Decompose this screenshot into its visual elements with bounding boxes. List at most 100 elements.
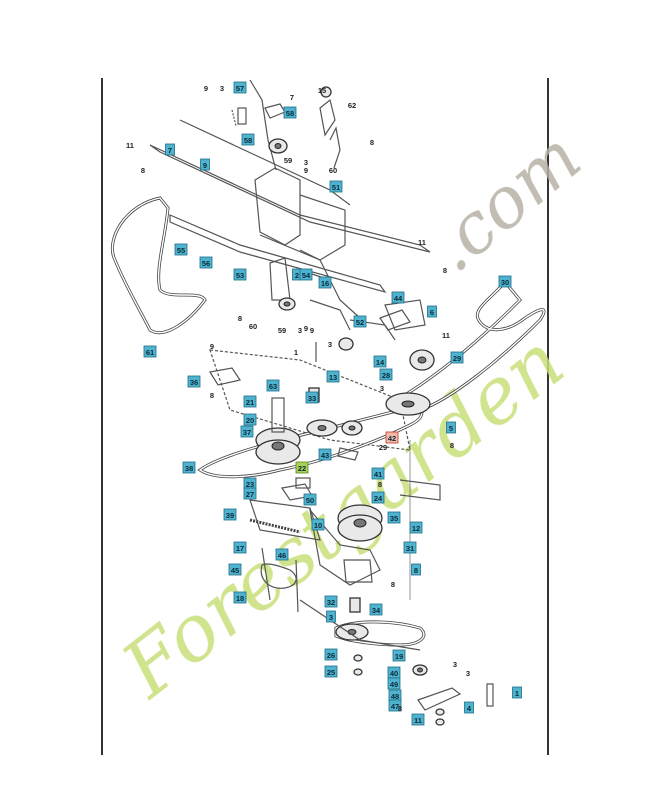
callout-14: 14	[373, 355, 387, 368]
callout-3: 3	[466, 669, 470, 678]
lower-section	[249, 440, 441, 613]
callout-box	[241, 133, 255, 146]
callout-number: 52	[356, 318, 364, 327]
callout-number: 21	[246, 398, 254, 407]
callout-box	[299, 268, 313, 281]
callout-31: 31	[403, 541, 417, 554]
callout-19: 19	[392, 649, 406, 662]
callout-number: 59	[278, 326, 286, 335]
callout-number: 14	[376, 358, 385, 367]
callout-50: 50	[303, 493, 317, 506]
callout-number: 17	[236, 544, 244, 553]
callout-number: 41	[374, 470, 382, 479]
callout-40: 40	[387, 666, 401, 679]
callout-box	[326, 370, 340, 383]
callout-number: 23	[246, 480, 254, 489]
callout-60: 60	[249, 322, 257, 331]
callout-box	[233, 541, 247, 554]
callout-number: 11	[414, 716, 422, 725]
callout-number: 3	[466, 669, 470, 678]
callout-10: 10	[311, 518, 325, 531]
callout-number: 59	[284, 156, 292, 165]
callout-number: 8	[414, 566, 418, 575]
callout-number: 3	[304, 158, 308, 167]
callout-number: 30	[501, 278, 509, 287]
callout-number: 37	[243, 428, 251, 437]
callout-51: 51	[329, 180, 343, 193]
callout-number: 32	[327, 598, 335, 607]
belt-61	[110, 196, 207, 335]
callout-3: 3	[328, 340, 332, 349]
callout-9: 9	[204, 84, 208, 93]
callout-number: 60	[329, 166, 337, 175]
callout-number: 36	[190, 378, 198, 387]
callout-number: 46	[278, 551, 286, 560]
callout-box	[200, 158, 210, 171]
callout-number: 39	[226, 511, 234, 520]
callout-1: 1	[512, 686, 522, 699]
callout-box	[305, 391, 319, 404]
callout-number: 11	[442, 331, 450, 340]
callout-number: 58	[244, 136, 252, 145]
callout-9: 9	[200, 158, 210, 171]
callout-number: 4	[467, 704, 472, 713]
callout-box	[385, 431, 399, 444]
callout-number: 54	[302, 271, 311, 280]
callout-35: 35	[387, 511, 401, 524]
callout-number: 20	[246, 416, 254, 425]
callout-46: 46	[275, 548, 289, 561]
callout-number: 31	[406, 544, 414, 553]
callout-box	[369, 603, 383, 616]
callout-number: 8	[370, 138, 374, 147]
callout-number: 19	[395, 652, 403, 661]
callout-33: 33	[305, 391, 319, 404]
callout-43: 43	[318, 448, 332, 461]
callout-11: 11	[126, 141, 134, 150]
callout-60: 60	[329, 166, 337, 175]
callout-15: 15	[318, 86, 326, 95]
callout-number: 24	[374, 494, 383, 503]
callout-28: 28	[379, 368, 393, 381]
callout-number: 8	[391, 580, 395, 589]
callout-box	[446, 421, 456, 434]
callout-61: 61	[143, 345, 157, 358]
callout-number: 57	[236, 84, 244, 93]
callout-number: 50	[306, 496, 314, 505]
callout-47: 47	[388, 699, 402, 712]
callout-number: 12	[412, 524, 420, 533]
callout-7: 7	[290, 93, 294, 102]
callout-number: 61	[146, 348, 154, 357]
callout-number: 28	[382, 371, 390, 380]
callout-41: 41	[371, 467, 385, 480]
callout-number: 5	[449, 424, 453, 433]
callout-number: 26	[327, 651, 335, 660]
callout-number: 8	[378, 480, 382, 489]
callout-63: 63	[266, 379, 280, 392]
callout-9: 9	[304, 324, 308, 333]
callout-number: 51	[332, 183, 340, 192]
callout-29: 29	[450, 351, 464, 364]
callout-box	[199, 256, 213, 269]
callout-number: 34	[372, 606, 381, 615]
callout-38: 38	[182, 461, 196, 474]
callout-55: 55	[174, 243, 188, 256]
callout-box	[387, 511, 401, 524]
callout-box	[275, 548, 289, 561]
callout-box	[512, 686, 522, 699]
callout-8: 8	[238, 314, 242, 323]
callout-number: 11	[418, 238, 426, 247]
callout-8: 8	[398, 704, 402, 713]
callout-number: 7	[290, 93, 294, 102]
callout-number: 18	[236, 594, 244, 603]
callout-number: 63	[269, 382, 277, 391]
callout-59: 59	[278, 326, 286, 335]
callout-56: 56	[199, 256, 213, 269]
callout-8: 8	[391, 580, 395, 589]
callout-box	[243, 395, 257, 408]
callout-9: 9	[210, 342, 214, 351]
callout-number: 13	[329, 373, 337, 382]
callout-21: 21	[243, 395, 257, 408]
callout-box	[464, 701, 474, 714]
callout-box	[411, 563, 421, 576]
